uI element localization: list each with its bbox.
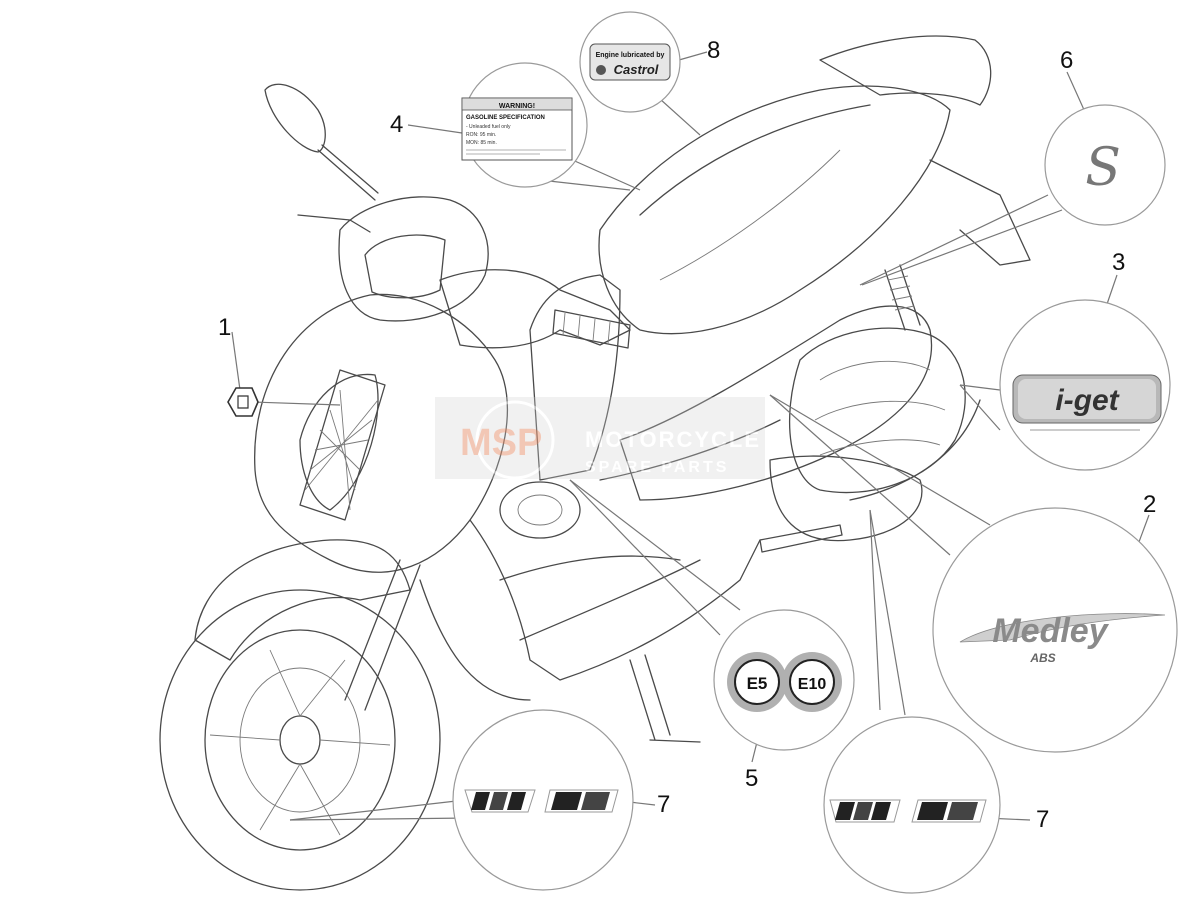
- decal-bubble-castrol[interactable]: Engine lubricated by Castrol: [579, 11, 681, 113]
- leader-lines: [231, 51, 1150, 821]
- callout-3[interactable]: 3: [1112, 249, 1125, 276]
- callout-7-left[interactable]: 7: [657, 791, 670, 818]
- decal-bubble-medley[interactable]: Medley ABS: [932, 507, 1178, 753]
- callout-4[interactable]: 4: [390, 111, 403, 138]
- callout-labels: 1 2 3 4 5 6 7 7 8: [218, 37, 1156, 833]
- front-grill: [299, 369, 386, 521]
- castrol-brand-text: Castrol: [614, 62, 659, 77]
- callout-5[interactable]: 5: [745, 765, 758, 792]
- fuel-e10: E10: [798, 676, 827, 693]
- callout-6[interactable]: 6: [1060, 47, 1073, 74]
- watermark-line2: SPARE PARTS: [585, 459, 729, 476]
- watermark: MSP MOTORCYCLE SPARE PARTS: [435, 397, 765, 480]
- decal-bubble-warning[interactable]: WARNING! GASOLINE SPECIFICATION - Unlead…: [461, 62, 588, 188]
- watermark-brand: MSP: [460, 422, 542, 464]
- decal-bubble-iget[interactable]: i-get: [999, 299, 1171, 471]
- decal-bubble-fuel[interactable]: E5 E10: [713, 609, 855, 751]
- decal-front-badge[interactable]: [227, 387, 259, 417]
- decal-bubble-stripes-right[interactable]: [823, 716, 1001, 894]
- s-logo-text: S: [1085, 138, 1121, 198]
- watermark-line1: MOTORCYCLE: [585, 427, 761, 452]
- iget-text: i-get: [1055, 384, 1120, 417]
- decal-bubble-stripes-left[interactable]: [452, 709, 634, 891]
- callout-7-right[interactable]: 7: [1036, 806, 1049, 833]
- callout-2[interactable]: 2: [1143, 491, 1156, 518]
- seat: [598, 85, 951, 335]
- warning-title: GASOLINE SPECIFICATION: [466, 115, 545, 121]
- front-tire: [159, 589, 441, 891]
- scooter-drawing: [159, 35, 1031, 891]
- callout-8[interactable]: 8: [707, 37, 720, 64]
- warning-line-2: MON: 85 min.: [466, 140, 497, 146]
- mirror: [264, 83, 326, 153]
- warning-line-1: RON: 95 min.: [466, 132, 496, 138]
- decal-bubble-s-logo[interactable]: S: [1044, 104, 1166, 226]
- castrol-top-text: Engine lubricated by: [596, 52, 665, 59]
- fuel-cap: [499, 481, 581, 539]
- medley-text: Medley: [992, 612, 1109, 650]
- fuel-e5: E5: [747, 674, 768, 693]
- medley-sub-text: ABS: [1029, 651, 1055, 665]
- warning-line-0: - Unleaded fuel only: [466, 124, 511, 130]
- callout-1[interactable]: 1: [218, 314, 231, 341]
- engine-cover: [789, 327, 966, 494]
- warning-header: WARNING!: [499, 103, 535, 110]
